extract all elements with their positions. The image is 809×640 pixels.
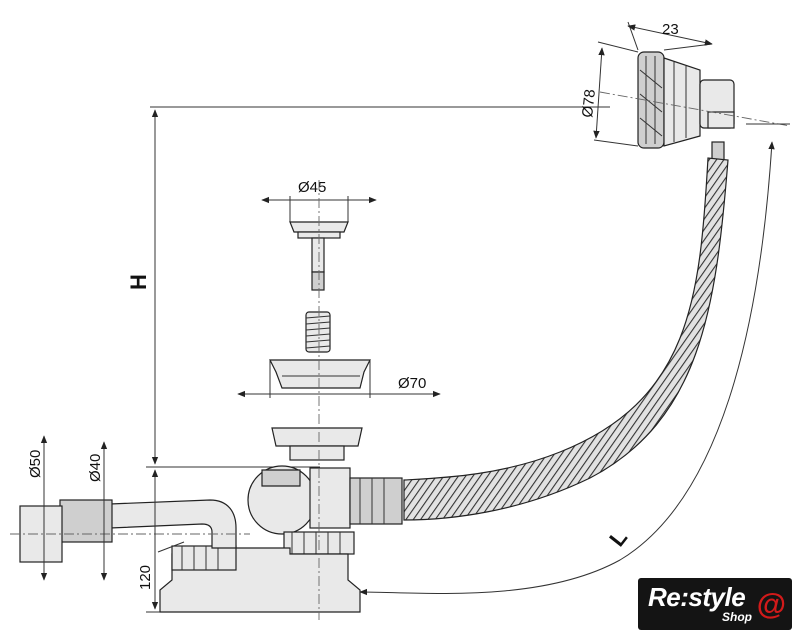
overflow-head bbox=[637, 51, 735, 161]
dimension-40-label: Ø40 bbox=[87, 454, 104, 482]
drain-body bbox=[159, 427, 403, 613]
height-label: H bbox=[126, 274, 151, 290]
outlet-diameter-dimensions: Ø50 Ø40 bbox=[27, 435, 108, 581]
height-dimension: H bbox=[126, 106, 610, 468]
logo-at-icon: @ bbox=[756, 588, 786, 621]
dimension-50-label: Ø50 bbox=[27, 450, 44, 478]
logo-subtitle: Shop bbox=[722, 610, 752, 624]
dimension-70-label: Ø70 bbox=[398, 375, 426, 392]
trap-height-dimension: 120 bbox=[137, 466, 185, 613]
spring bbox=[305, 311, 331, 353]
drain-ring: Ø70 bbox=[237, 359, 441, 398]
overflow-diameter-dimension: Ø78 bbox=[579, 41, 639, 147]
logo-wordmark: Re:style bbox=[648, 582, 746, 612]
overflow-width-dimension: 23 bbox=[627, 21, 713, 51]
dimension-45-label: Ø45 bbox=[298, 179, 326, 196]
overflow-centerline bbox=[599, 91, 791, 127]
dimension-120-label: 120 bbox=[137, 565, 154, 590]
corrugated-hose bbox=[403, 157, 729, 521]
restyle-shop-logo[interactable]: Re:style Shop @ bbox=[638, 578, 792, 630]
length-label: L bbox=[604, 525, 632, 551]
dimension-23-label: 23 bbox=[662, 21, 679, 38]
dimension-78-label: Ø78 bbox=[579, 88, 599, 118]
